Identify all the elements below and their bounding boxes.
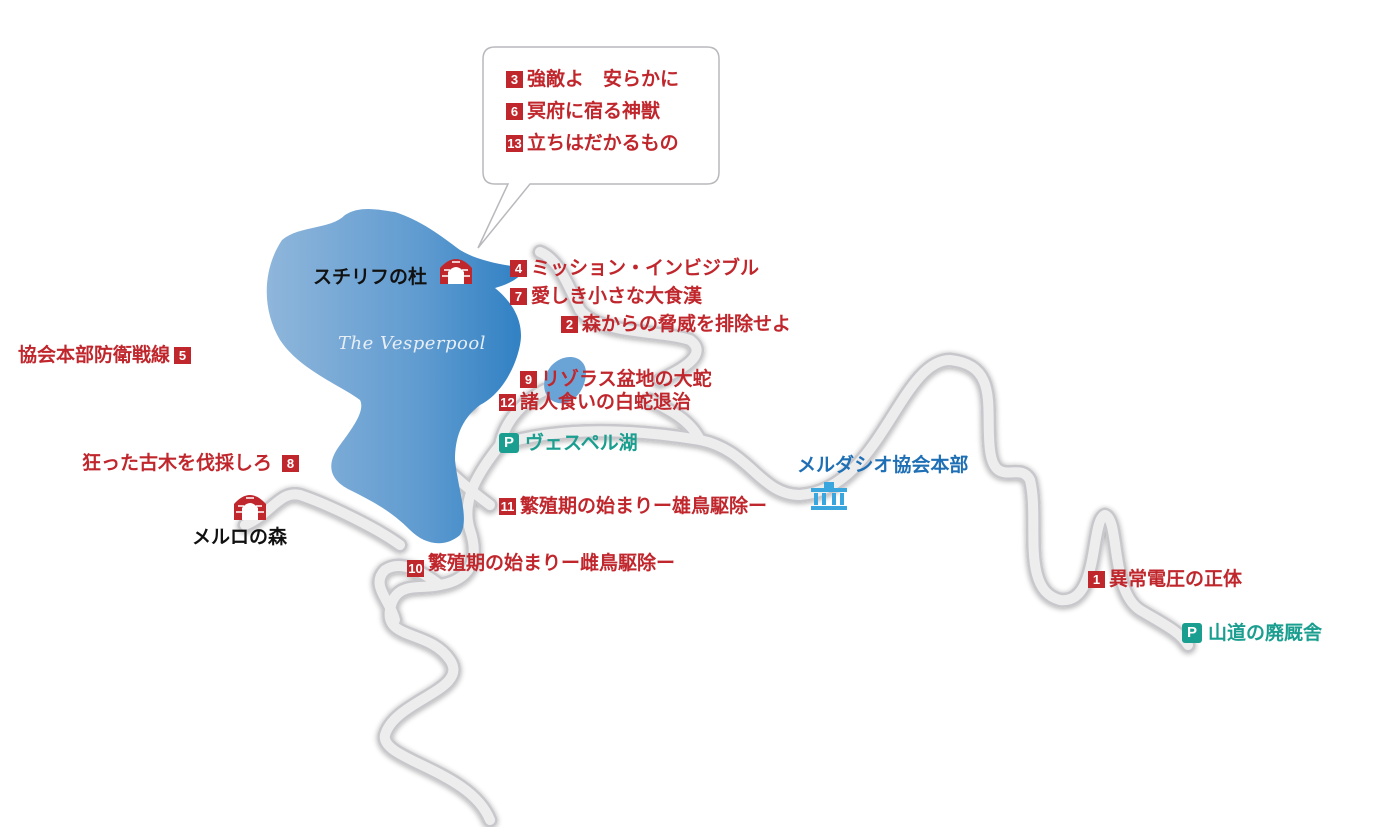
quest-number-badge: 8 <box>282 454 300 472</box>
quest-1[interactable]: 1 異常電圧の正体 <box>1088 568 1242 590</box>
place-sutirifu: スチリフの杜 <box>313 266 428 288</box>
quest-item[interactable]: 6 冥府に宿る神獣 <box>506 100 718 122</box>
quest-item[interactable]: 13 立ちはだかるもの <box>506 132 718 154</box>
parking-label: 山道の廃厩舎 <box>1208 622 1323 644</box>
parking-sando[interactable]: P 山道の廃厩舎 <box>1182 622 1322 644</box>
parking-vesper[interactable]: P ヴェスペル湖 <box>499 432 638 454</box>
quest-label: リゾラス盆地の大蛇 <box>541 368 712 390</box>
quest-number-badge: 10 <box>407 560 424 577</box>
pond <box>544 356 586 404</box>
quest-label: 愛しき小さな大食漢 <box>531 285 703 307</box>
place-meruro: メルロの森 <box>192 526 288 548</box>
parking-label: ヴェスペル湖 <box>525 432 638 454</box>
quest-8[interactable]: 狂った古木を伐採しろ 8 <box>82 452 300 474</box>
quest-7[interactable]: 7 愛しき小さな大食漢 <box>510 285 702 307</box>
quest-number-badge: 3 <box>506 70 523 88</box>
hq-label[interactable]: メルダシオ協会本部 <box>797 454 969 476</box>
quest-9[interactable]: 9 リゾラス盆地の大蛇 <box>520 368 712 390</box>
quest-12[interactable]: 12 諸人食いの白蛇退治 <box>499 391 691 413</box>
lake-vesperpool <box>266 208 525 544</box>
callout-list: 3 強敵よ 安らかに 6 冥府に宿る神獣 13 立ちはだかるもの <box>482 46 718 183</box>
quest-number-badge: 12 <box>499 393 516 411</box>
lake-label: The Vesperpool <box>338 333 486 354</box>
quest-label: 繁殖期の始まりー雌鳥駆除ー <box>428 551 676 574</box>
quest-label: 狂った古木を伐採しろ <box>82 452 273 474</box>
quest-number-badge: 4 <box>510 259 527 277</box>
quest-number-badge: 5 <box>174 346 192 364</box>
quest-number-badge: 2 <box>561 315 578 333</box>
quest-number-badge: 11 <box>499 497 516 515</box>
quest-label: 諸人食いの白蛇退治 <box>520 391 692 413</box>
quest-11[interactable]: 11 繁殖期の始まりー雄鳥駆除ー <box>499 495 767 517</box>
quest-5[interactable]: 協会本部防衛戦線 5 <box>18 344 192 366</box>
quest-label: 繁殖期の始まりー雄鳥駆除ー <box>520 495 768 517</box>
quest-item[interactable]: 3 強敵よ 安らかに <box>506 68 718 90</box>
callout-bubble <box>477 46 720 249</box>
quest-number-badge: 1 <box>1088 570 1105 588</box>
building-icon <box>811 482 847 510</box>
quest-label: 協会本部防衛戦線 <box>18 344 171 366</box>
quest-10[interactable]: 10 繁殖期の始まりー雌鳥駆除ー <box>407 548 675 577</box>
quest-number-badge: 9 <box>520 370 537 388</box>
quest-label: 冥府に宿る神獣 <box>527 100 661 122</box>
quest-label: ミッション・インビジブル <box>531 257 760 279</box>
parking-icon: P <box>499 433 519 453</box>
quest-2[interactable]: 2 森からの脅威を排除せよ <box>561 313 791 335</box>
quest-number-badge: 7 <box>510 287 527 305</box>
forest-gate-icon <box>234 495 266 520</box>
quest-number-badge: 13 <box>506 134 523 152</box>
quest-label: 強敵よ 安らかに <box>527 68 680 90</box>
quest-label: 立ちはだかるもの <box>527 132 679 154</box>
quest-label: 森からの脅威を排除せよ <box>582 313 792 335</box>
quest-label: 異常電圧の正体 <box>1109 568 1243 590</box>
parking-icon: P <box>1182 623 1202 643</box>
quest-4[interactable]: 4 ミッション・インビジブル <box>510 257 759 279</box>
quest-number-badge: 6 <box>506 102 523 120</box>
forest-gate-icon <box>440 259 472 284</box>
